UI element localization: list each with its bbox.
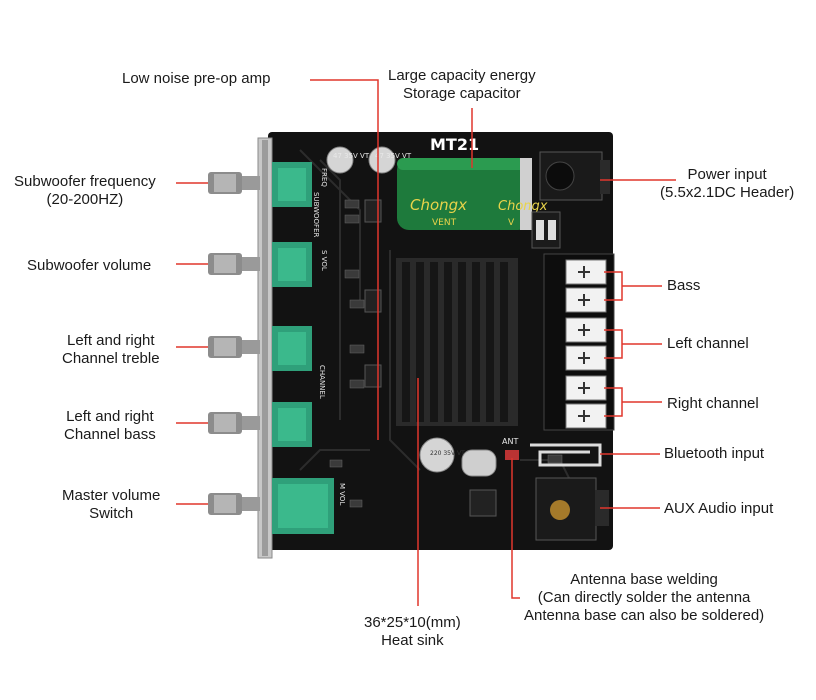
- capacitor-brand: Chongx: [410, 196, 467, 214]
- pot-subwoofer-frequency[interactable]: [208, 162, 312, 207]
- callout-antenna: Antenna base welding (Can directly solde…: [524, 571, 764, 625]
- callout-aux: AUX Audio input: [664, 500, 773, 518]
- terminal-screws: [565, 259, 607, 429]
- line-bass: [604, 271, 662, 301]
- cap-label-2: 47 35V VT: [375, 152, 412, 160]
- callout-capacitor: Large capacity energy Storage capacitor: [388, 67, 536, 103]
- pot-master-volume[interactable]: [208, 478, 334, 534]
- callout-channel-bass: Left and right Channel bass: [64, 408, 156, 444]
- callout-antenna-line2: (Can directly solder the antenna: [537, 589, 751, 606]
- silk-subwoofer: SUBWOOFER: [312, 192, 320, 238]
- callout-left-channel: Left channel: [667, 335, 749, 353]
- callout-sub-freq-line2: (20-200HZ): [46, 191, 124, 208]
- callout-bass-text: Bass: [667, 277, 701, 294]
- callout-bass: Bass: [667, 277, 700, 295]
- callout-low-noise-text: Low noise pre-op amp: [122, 70, 271, 87]
- callout-sub-freq: Subwoofer frequency (20-200HZ): [14, 173, 156, 209]
- cap-label-1: 47 35V VT: [333, 152, 370, 160]
- callout-heatsink-line2: Heat sink: [381, 632, 444, 649]
- heat-sink: [396, 258, 518, 426]
- callout-left-channel-text: Left channel: [667, 335, 749, 352]
- callout-low-noise: Low noise pre-op amp: [122, 70, 270, 88]
- silk-channel: CHANNEL: [318, 365, 326, 399]
- callout-sub-volume-text: Subwoofer volume: [27, 257, 152, 274]
- callout-power-line2: (5.5x2.1DC Header): [660, 184, 795, 201]
- callout-bluetooth-text: Bluetooth input: [664, 445, 765, 462]
- line-right-channel: [604, 387, 662, 417]
- board-model: MT21: [430, 135, 479, 154]
- silk-freq: FREQ: [320, 168, 328, 187]
- callout-treble-line2: Channel treble: [62, 350, 160, 367]
- small-capacitor: [326, 146, 455, 473]
- callout-treble: Left and right Channel treble: [62, 332, 160, 368]
- callout-heatsink-line1: 36*25*10(mm): [364, 614, 461, 631]
- capacitor-sub-2: V: [508, 218, 515, 228]
- silk-svol: S VOL: [320, 250, 328, 271]
- callout-heatsink: 36*25*10(mm) Heat sink: [364, 614, 461, 650]
- bluetooth-antenna-trace: [530, 443, 602, 467]
- callout-master-line2: Switch: [89, 505, 134, 522]
- line-antenna: [511, 458, 520, 599]
- callout-right-channel: Right channel: [667, 395, 759, 413]
- callout-antenna-line3: Antenna base can also be soldered): [524, 607, 765, 624]
- callout-sub-volume: Subwoofer volume: [27, 257, 151, 275]
- callout-antenna-line1: Antenna base welding: [570, 571, 718, 588]
- pot-subwoofer-volume[interactable]: [208, 242, 312, 287]
- callout-bluetooth: Bluetooth input: [664, 445, 764, 463]
- callout-treble-line1: Left and right: [67, 332, 155, 349]
- callout-sub-freq-line1: Subwoofer frequency: [14, 173, 156, 190]
- silk-ant: ANT: [502, 437, 518, 446]
- callout-capacitor-line1: Large capacity energy: [388, 67, 536, 84]
- power-jack: [539, 151, 610, 201]
- silk-mvol: M VOL: [338, 483, 346, 505]
- pot-channel-treble[interactable]: [208, 326, 312, 371]
- line-left-channel: [604, 329, 662, 359]
- callout-aux-text: AUX Audio input: [664, 500, 774, 517]
- callout-power: Power input (5.5x2.1DC Header): [660, 166, 794, 202]
- pot-channel-bass[interactable]: [208, 402, 312, 447]
- cap-label-3: 220 35V VT: [430, 450, 465, 457]
- capacitor-sub: VENT: [432, 218, 457, 228]
- capacitor-brand-2: Chongx: [498, 199, 548, 214]
- energy-storage-capacitor: [397, 158, 532, 230]
- callout-power-line1: Power input: [687, 166, 767, 183]
- callout-lines: [176, 79, 676, 606]
- callout-right-channel-text: Right channel: [667, 395, 759, 412]
- callout-channel-bass-line1: Left and right: [66, 408, 154, 425]
- antenna-pad: [505, 450, 519, 460]
- line-low-noise: [310, 79, 379, 440]
- callout-master: Master volume Switch: [62, 487, 160, 523]
- callout-capacitor-line2: Storage capacitor: [403, 85, 521, 102]
- callout-master-line1: Master volume: [62, 487, 161, 504]
- callout-channel-bass-line2: Channel bass: [64, 426, 156, 443]
